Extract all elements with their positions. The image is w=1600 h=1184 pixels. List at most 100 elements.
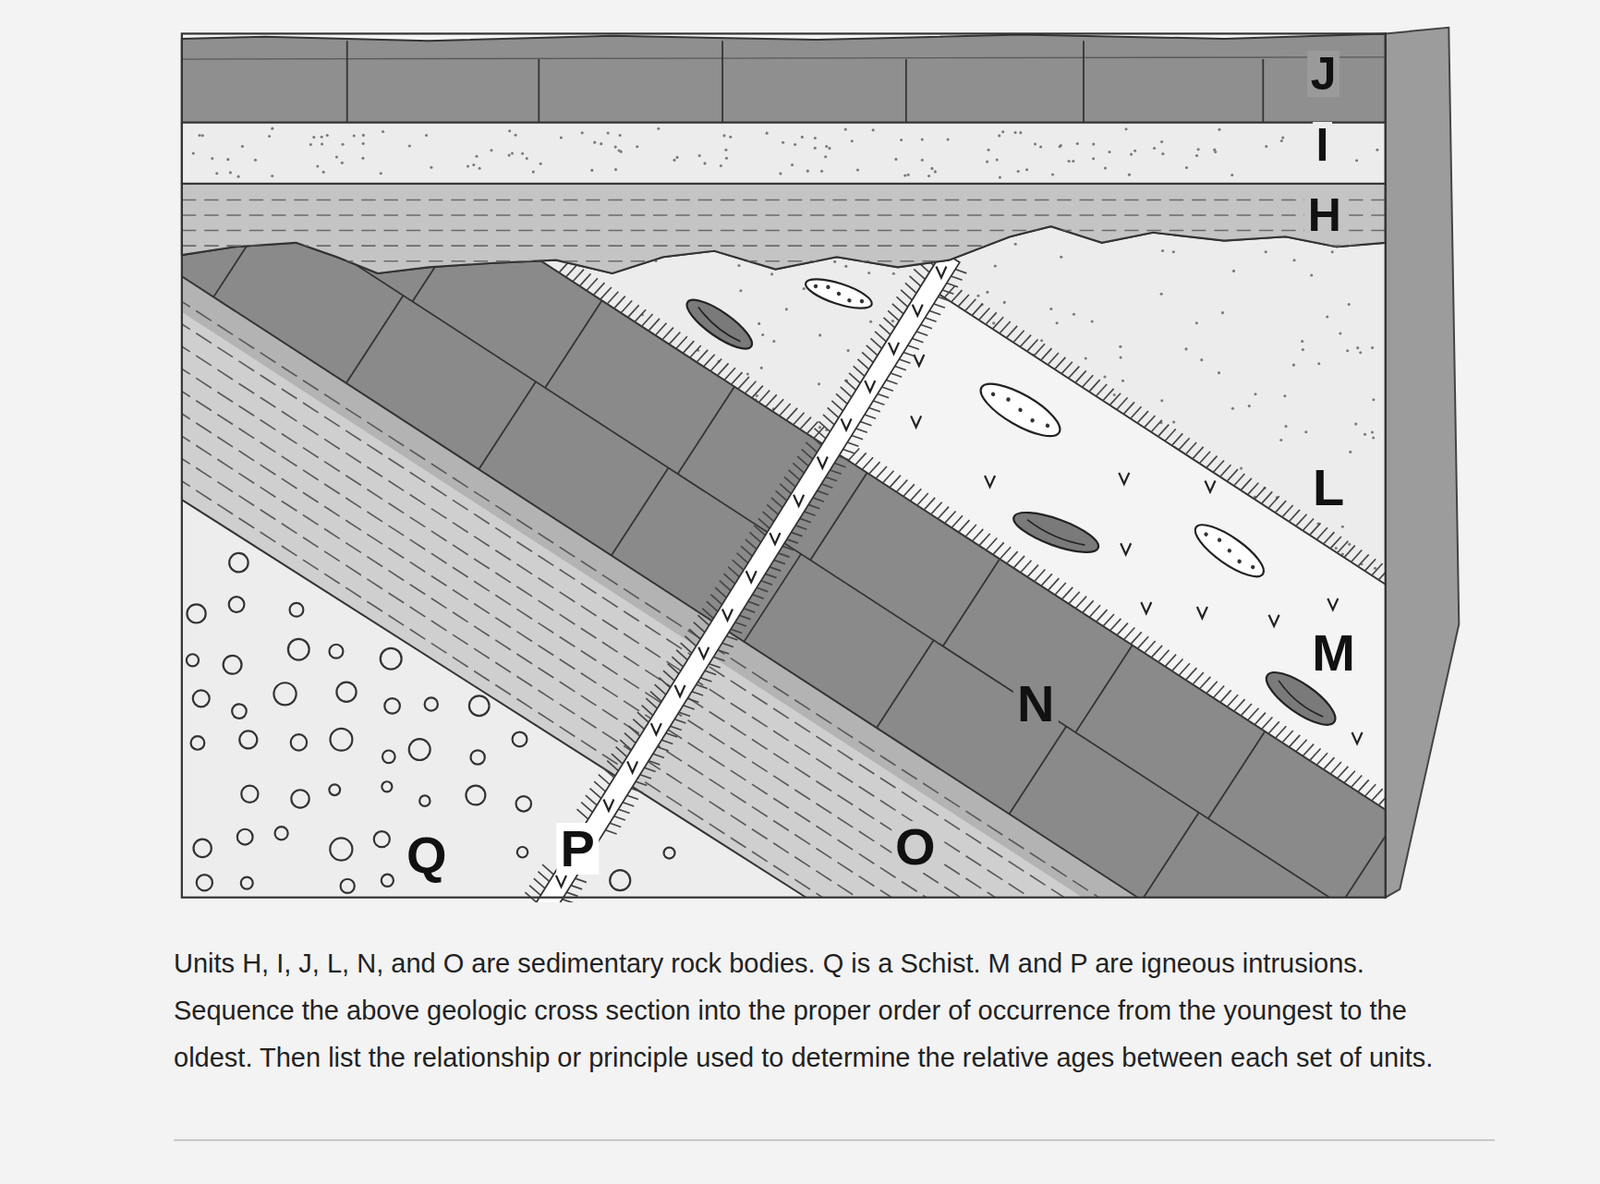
sand-dot	[593, 141, 596, 145]
contact-tick	[917, 493, 929, 506]
contact-tick	[529, 885, 541, 897]
contact-tick	[1344, 771, 1356, 784]
contact-tick	[614, 296, 626, 309]
contact-tick	[900, 290, 912, 301]
contact-tick	[1172, 433, 1184, 446]
sand-dot	[987, 148, 991, 152]
sand-dot	[1076, 142, 1079, 146]
contact-tick	[629, 726, 641, 737]
sand-dot	[818, 333, 822, 337]
contact-tick	[1268, 721, 1280, 734]
contact-tick	[676, 336, 688, 349]
contact-tick	[955, 269, 967, 274]
contact-tick	[866, 345, 878, 356]
contact-tick	[905, 282, 917, 293]
contact-tick	[896, 296, 909, 307]
contact-tick	[1357, 779, 1370, 792]
contact-tick	[678, 712, 691, 716]
sand-dot	[995, 157, 999, 161]
contact-tick	[942, 290, 954, 294]
sand-dot	[362, 142, 365, 146]
contact-tick	[614, 816, 626, 821]
sand-dot	[1370, 430, 1374, 434]
sand-dot	[241, 145, 244, 148]
sand-dot	[1375, 148, 1379, 152]
sand-dot	[381, 130, 385, 134]
contact-tick	[872, 400, 885, 405]
sand-dot	[765, 132, 769, 135]
schist-clast	[329, 837, 352, 861]
contact-tick	[870, 338, 882, 349]
sand-dot	[844, 128, 848, 132]
contact-tick	[740, 545, 752, 557]
unit-label: I	[1312, 121, 1334, 169]
unit-label: N	[1013, 678, 1058, 730]
contact-tick	[723, 573, 735, 584]
contact-tick	[654, 684, 667, 695]
contact-tick	[883, 317, 895, 328]
contact-tick	[1109, 393, 1121, 406]
sand-dot	[1231, 407, 1235, 411]
contact-tick	[1041, 573, 1053, 586]
sand-dot	[1039, 145, 1043, 148]
contact-tick	[889, 475, 901, 488]
contact-tick	[790, 532, 802, 536]
contact-tick	[661, 739, 673, 744]
sand-dot	[226, 157, 230, 161]
contact-tick	[619, 739, 631, 751]
block-line	[678, 386, 736, 474]
contact-tick	[793, 412, 805, 425]
contact-tick	[732, 559, 744, 570]
contact-tick	[834, 462, 846, 467]
contact-tick	[722, 642, 734, 647]
schist-clast	[384, 698, 400, 715]
contact-tick	[1309, 522, 1322, 535]
sand-dot	[998, 176, 1002, 180]
contact-tick	[1089, 379, 1101, 392]
sand-dot	[559, 136, 563, 140]
contact-tick	[986, 538, 998, 551]
shale-dash	[181, 260, 1386, 263]
xenolith-dot	[859, 298, 865, 304]
contact-tick	[1020, 560, 1032, 573]
sand-dot	[728, 135, 732, 139]
contact-tick	[1144, 415, 1156, 428]
contact-line	[930, 288, 1385, 584]
contact-tick	[1220, 690, 1232, 703]
contact-tick	[807, 421, 819, 434]
contact-tick	[717, 363, 729, 376]
contact-tick	[1116, 398, 1128, 411]
sand-dot	[478, 167, 482, 170]
contact-tick	[653, 753, 665, 758]
contact-tick	[1130, 631, 1142, 644]
contact-tick	[570, 885, 582, 890]
contact-tick	[572, 269, 584, 282]
sand-dot	[508, 129, 511, 133]
sand-dot	[1018, 131, 1022, 134]
schist-clast	[193, 690, 210, 707]
contact-tick	[883, 471, 895, 484]
contact-tick	[1082, 375, 1094, 388]
contact-tick	[1330, 762, 1342, 775]
contact-tick	[687, 698, 699, 703]
contact-tick	[753, 525, 765, 536]
contact-tick	[818, 421, 830, 432]
sand-dot	[892, 272, 896, 276]
contact-tick	[1006, 551, 1019, 564]
shale-dash	[181, 214, 1386, 217]
xenolith-dot	[1030, 417, 1036, 424]
sand-dot	[514, 133, 518, 137]
contact-tick	[645, 698, 657, 709]
contact-tick	[1185, 442, 1197, 455]
contact-tick	[945, 510, 957, 523]
contact-tick	[779, 484, 791, 495]
sand-dot	[474, 155, 478, 158]
contact-tick	[667, 664, 679, 675]
sand-dot	[1051, 173, 1055, 177]
sand-dot	[1058, 145, 1062, 148]
sand-dot	[760, 366, 764, 370]
contact-tick	[1095, 384, 1107, 397]
contact-tick	[951, 515, 963, 528]
sand-dot	[1356, 346, 1359, 350]
